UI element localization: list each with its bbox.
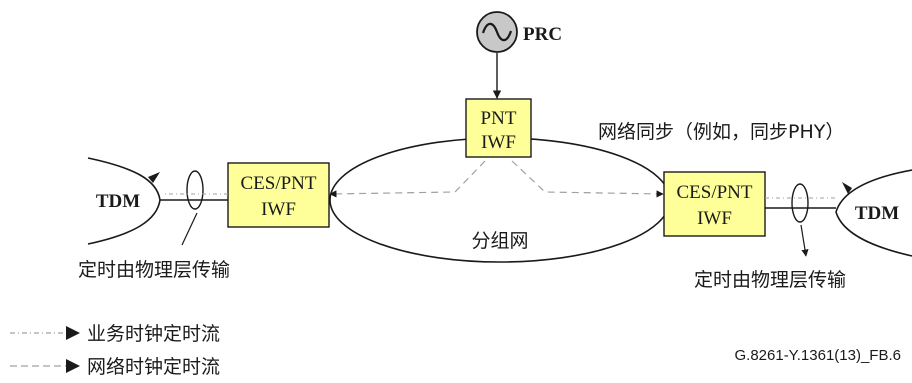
sine-wave-icon bbox=[481, 22, 513, 42]
phys-layer-right-pointer bbox=[800, 224, 809, 257]
ces-right-line2: IWF bbox=[697, 208, 732, 229]
legend-service-label: 业务时钟定时流 bbox=[87, 323, 220, 345]
legend: 业务时钟定时流 网络时钟定时流 bbox=[10, 323, 220, 378]
pnt-iwf-line2: IWF bbox=[481, 132, 516, 153]
tdm-right-top-arrow bbox=[842, 182, 852, 194]
ces-left-line1: CES/PNT bbox=[240, 173, 316, 194]
tdm-left-label: TDM bbox=[96, 191, 140, 212]
network-sync-annotation: 网络同步（例如，同步PHY） bbox=[598, 121, 844, 143]
phys-layer-left-loop bbox=[186, 170, 204, 210]
pnt-iwf-line1: PNT bbox=[481, 108, 517, 129]
legend-network-label: 网络时钟定时流 bbox=[87, 356, 220, 378]
tdm-right-bracket bbox=[835, 169, 912, 257]
ces-pnt-iwf-left-box bbox=[227, 162, 330, 228]
ces-right-line1: CES/PNT bbox=[676, 182, 752, 203]
pnt-iwf-box bbox=[465, 98, 532, 158]
phys-layer-left-annotation: 定时由物理层传输 bbox=[78, 259, 230, 281]
tdm-right-label: TDM bbox=[855, 203, 899, 224]
packet-network-label: 分组网 bbox=[471, 230, 528, 252]
network-timing-flow-right bbox=[511, 160, 664, 198]
ces-pnt-iwf-right-box bbox=[663, 171, 766, 237]
phys-layer-right-annotation: 定时由物理层传输 bbox=[694, 269, 846, 291]
tdm-left-top-arrow bbox=[148, 172, 160, 183]
phys-layer-right-loop bbox=[791, 183, 809, 223]
phys-layer-left-pointer bbox=[181, 212, 198, 246]
ces-left-line2: IWF bbox=[261, 199, 296, 220]
network-timing-flow-left bbox=[329, 160, 486, 198]
figure-id: G.8261-Y.1361(13)_FB.6 bbox=[734, 347, 901, 364]
legend-service-arrow-icon bbox=[66, 326, 80, 340]
prc-label: PRC bbox=[523, 24, 562, 45]
legend-network-arrow-icon bbox=[66, 359, 80, 373]
